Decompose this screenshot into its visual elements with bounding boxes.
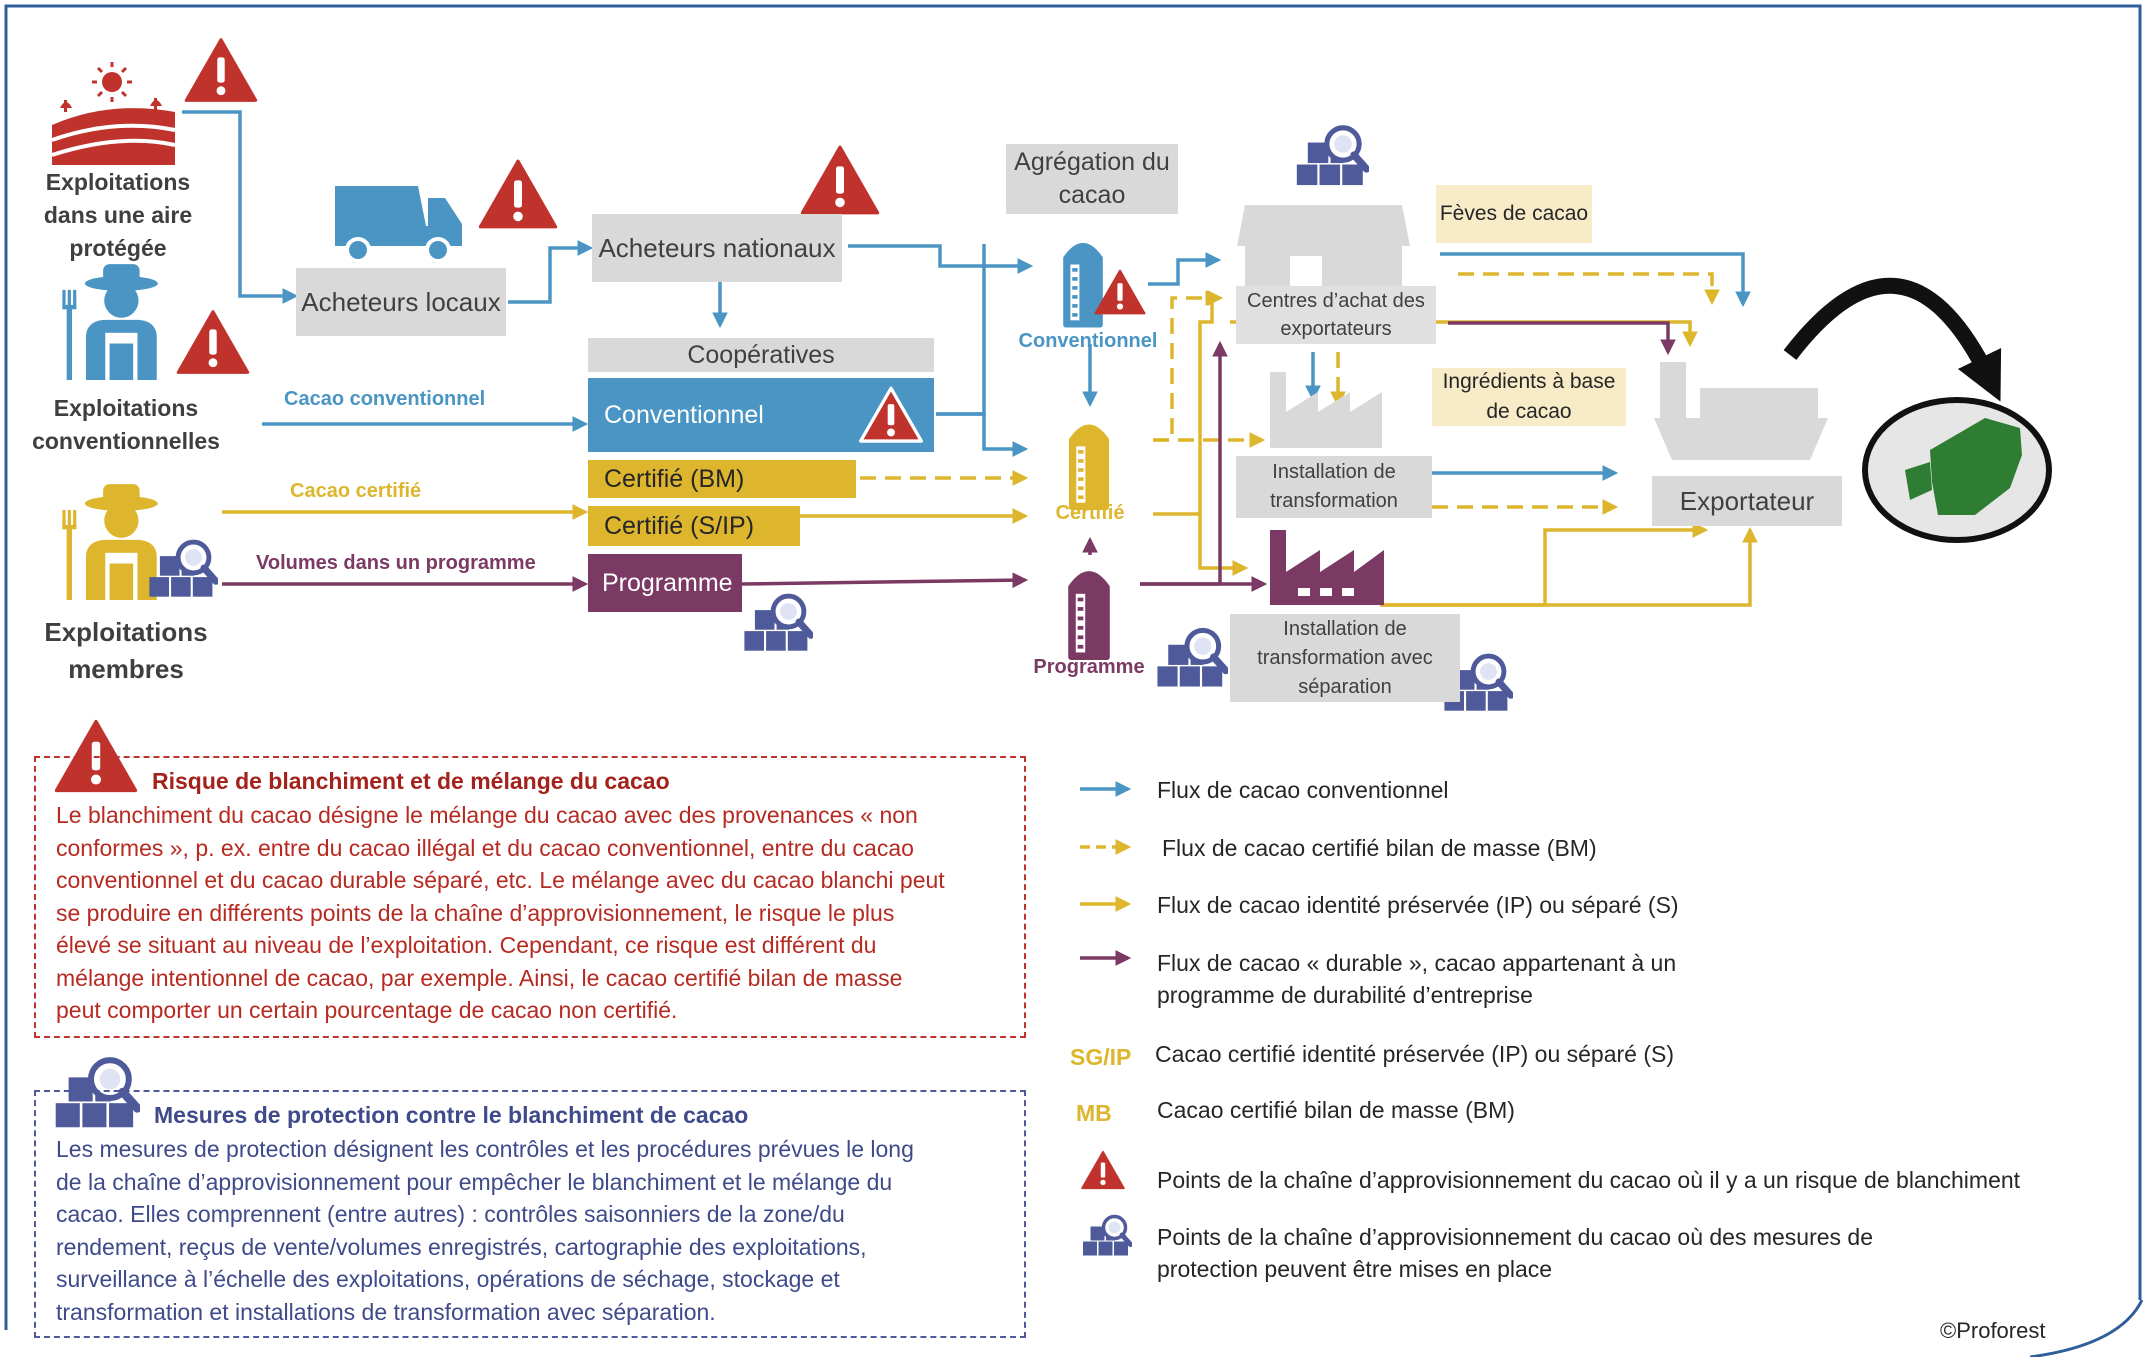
node-processing: Installation de transformation [1236,456,1432,518]
coop-sip-label: Certifié (S/IP) [604,511,755,540]
legend-sustainable-1: Flux de cacao « durable », cacao apparte… [1157,950,1677,976]
protection-icon [1297,128,1367,185]
flow-seg-to-exporter [1380,522,1709,607]
coop-mb-label: Certifié (BM) [604,464,745,493]
ship-icon [1654,362,1828,460]
protection-line: transformation et installations de trans… [56,1298,716,1325]
risk-line: Le blanchiment du cacao désigne le mélan… [56,802,918,828]
protection-panel-body: Les mesures de protection désignent les … [56,1133,914,1328]
risk-line: conformes », p. ex. entre du cacao illég… [56,834,914,861]
legend-protection-1: Points de la chaîne d’approvisionnement … [1157,1224,1874,1250]
warning-icon [1081,1150,1125,1190]
legend-risk-text: Points de la chaîne d’approvisionnement … [1157,1167,2021,1193]
coop-conventional-label: Conventionnel [604,400,764,429]
farm-icon [51,62,176,165]
source-protected-area: Exploitations dans une aire protégée [43,169,193,261]
programme-flows [222,321,1676,592]
warning-icon [1094,269,1146,315]
risk-panel-body: Le blanchiment du cacao désigne le mélan… [56,799,945,1027]
globe-icon [1862,397,2052,543]
protection-icon [149,542,216,597]
truck-icon [335,186,462,263]
node-local-buyers: Acheteurs locaux [296,268,506,336]
node-buying-centres: Centres d’achat des exportateurs [1236,286,1436,344]
protection-panel-title: Mesures de protection contre le blanchim… [154,1102,749,1128]
factory-icon [1270,372,1382,448]
protection-icon [1157,630,1225,686]
silo-certified-label: Certifié [1055,502,1125,524]
frame [4,4,2142,1330]
coop-programme-label: Programme [602,568,733,597]
protection-icon [1083,1217,1131,1256]
risk-line: élevé se situant au niveau de l’exploita… [56,932,877,958]
silo-programme-label: Programme [1033,656,1145,678]
protection-line: rendement, reçus de vente/volumes enregi… [56,1233,867,1260]
warning-icon [858,386,924,443]
legend-mb: Flux de cacao certifié bilan de masse (B… [1162,835,1597,861]
coop-programme: Programme [588,554,742,612]
member-farmer-icon [62,484,158,600]
legend-sgip-text: Cacao certifié identité préservée (IP) o… [1155,1041,1675,1067]
risk-line: mélange intentionnel de cacao, par exemp… [56,964,903,991]
legend-sgip-code: SG/IP [1070,1044,1132,1070]
legend-conventional: Flux de cacao conventionnel [1157,777,1449,803]
note-beans: Fèves de cacao [1436,185,1592,243]
protection-icon [744,596,811,651]
legend-sustainable-2: programme de durabilité d’entreprise [1157,982,1533,1008]
coop-sip: Certifié (S/IP) [588,506,800,546]
protection-panel [34,1090,1026,1338]
warning-icon [478,159,558,229]
warning-icon [176,310,250,374]
note-ingredients: Ingrédients à base de cacao [1432,368,1626,426]
silo-conventional-label: Conventionnel [1018,330,1158,352]
protection-line: surveillance à l’échelle des exploitatio… [56,1266,840,1292]
protection-line: de la chaîne d’approvisionnement pour em… [56,1168,893,1195]
mass-balance-flows [860,272,1720,515]
conventional-flows [182,110,1751,481]
warning-icon [184,38,258,102]
risk-line: peut comporter un certain pourcentage de… [56,997,678,1023]
node-national-buyers: Acheteurs nationaux [592,214,842,282]
export-arrow [1783,277,2002,402]
legend-mb-text: Cacao certifié bilan de masse (BM) [1157,1097,1515,1123]
flow-label-conventional: Cacao conventionnel [284,388,486,410]
node-aggregation: Agrégation du cacao [1006,144,1178,214]
silo-icon [1063,242,1103,328]
risk-panel-title: Risque de blanchiment et de mélange du c… [152,768,670,794]
legend-ip: Flux de cacao identité préservée (IP) ou… [1157,892,1679,918]
shop-icon [1237,205,1410,290]
credit: ©Proforest [1940,1318,2046,1343]
coop-mb: Certifié (BM) [588,460,856,498]
flow-label-certified: Cacao certifié [290,480,422,502]
legend-mb-code: MB [1076,1100,1112,1126]
protection-line: Les mesures de protection désignent les … [56,1136,914,1162]
risk-line: conventionnel et du cacao durable séparé… [56,867,945,893]
warning-icon [800,145,880,215]
node-exporter: Exportateur [1652,476,1842,526]
risk-panel [34,756,1026,1038]
frame-corner [2029,1299,2144,1357]
source-member-farms: Exploitations membres [44,617,208,684]
silo-icon [1068,571,1110,660]
node-processing-segregated: Installation de transformation avec sépa… [1230,614,1460,702]
legend-protection-2: protection peuvent être mises en place [1157,1256,1553,1282]
source-conventional-farms: Exploitations conventionnelles [32,395,220,454]
node-cooperatives: Coopératives [588,338,934,372]
farmer-icon [62,264,158,380]
flow-label-programme: Volumes dans un programme [256,552,536,574]
risk-line: se produire en différents points de la c… [56,899,895,926]
factory-icon [1270,530,1384,605]
silo-icon [1069,424,1109,510]
protection-line: cacao. Elles comprennent (entre autres) … [56,1201,845,1227]
